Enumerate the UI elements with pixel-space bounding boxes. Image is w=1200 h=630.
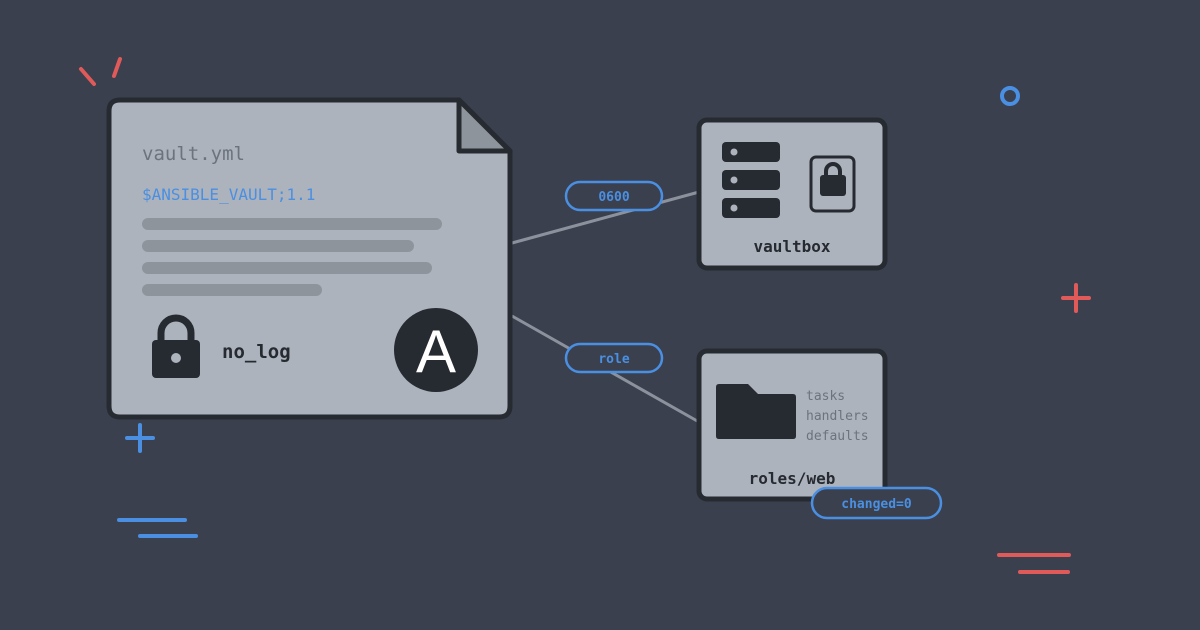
- status-badge: changed=0: [810, 486, 943, 520]
- plus-mark-red: [1061, 283, 1091, 313]
- document-filename: vault.yml: [142, 143, 245, 165]
- text-line: [142, 218, 442, 230]
- role-item-tasks: tasks: [806, 389, 845, 404]
- roles-card: tasks handlers defaults roles/web: [696, 348, 888, 502]
- server-stack-icon: [722, 142, 780, 218]
- text-line: [142, 240, 414, 252]
- vaultbox-title: vaultbox: [753, 237, 830, 256]
- ansible-logo-icon: A: [394, 308, 478, 392]
- pill-permissions: 0600: [564, 180, 664, 212]
- folder-icon: [716, 384, 796, 439]
- lock-icon: [152, 314, 200, 378]
- status-badge-label: changed=0: [841, 497, 912, 512]
- roles-title: roles/web: [749, 469, 836, 488]
- pill-role: role: [564, 342, 664, 374]
- pill-permissions-label: 0600: [598, 190, 629, 205]
- page-fold: [456, 97, 513, 154]
- pill-role-label: role: [598, 352, 629, 367]
- vaultbox-card: vaultbox: [696, 117, 888, 271]
- plus-mark-blue: [125, 423, 155, 453]
- text-line: [142, 284, 322, 296]
- lock-label: no_log: [222, 341, 291, 363]
- ring-mark: [1000, 86, 1020, 106]
- spark-mark: [112, 57, 122, 78]
- lock-icon: [809, 155, 856, 213]
- text-line: [142, 262, 432, 274]
- decorations: [79, 57, 1091, 574]
- role-item-defaults: defaults: [806, 429, 869, 444]
- vault-header: $ANSIBLE_VAULT;1.1: [142, 185, 315, 204]
- spark-mark: [79, 67, 96, 86]
- connector-line: [511, 190, 700, 245]
- role-item-handlers: handlers: [806, 409, 869, 424]
- vault-document: vault.yml $ANSIBLE_VAULT;1.1 no_log A: [106, 97, 513, 420]
- ansible-logo-letter: A: [416, 318, 456, 385]
